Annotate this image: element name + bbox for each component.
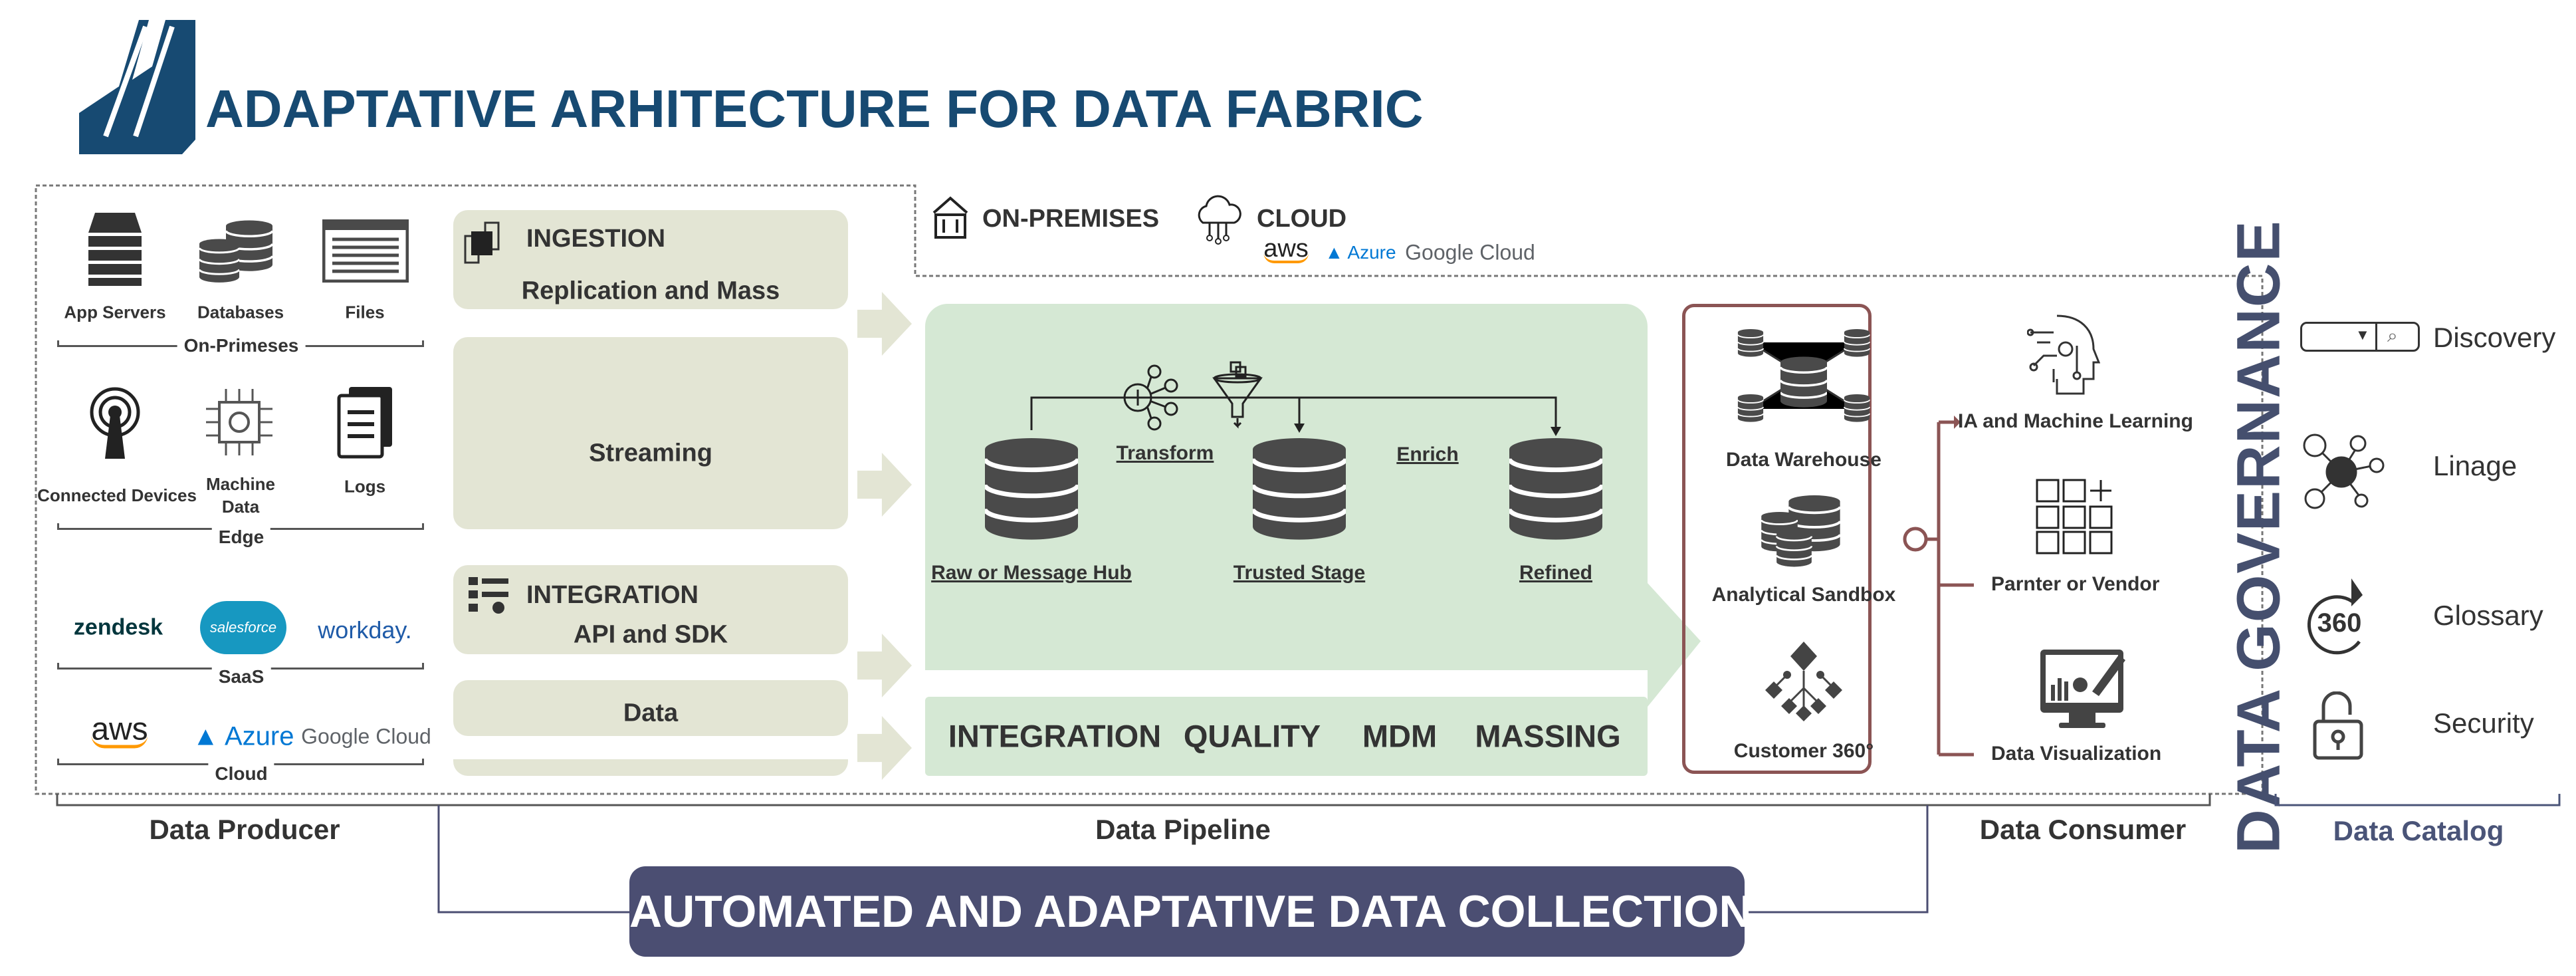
refined-db-icon (1509, 438, 1602, 540)
extra-panel (453, 759, 848, 776)
logs-icon (337, 387, 392, 459)
connected-devices-icon (90, 387, 140, 459)
catalog-item: Security (2433, 707, 2534, 739)
output-label: Data Visualization (1991, 743, 2162, 765)
streaming-panel (453, 337, 848, 529)
brand-logo (79, 20, 195, 154)
catalog-item: Glossary (2433, 600, 2543, 631)
pipeline-flow (925, 361, 1648, 670)
ai-head-icon (2027, 314, 2100, 395)
machine-data-icon (206, 389, 272, 455)
stage-label: Refined (1519, 562, 1593, 584)
azure-logo: ▲ Azure (192, 721, 294, 751)
data-visualization-icon (2040, 650, 2125, 728)
capability-label: INTEGRATION (948, 718, 1162, 754)
catalog-item: Discovery (2433, 322, 2556, 353)
list-icon (469, 577, 508, 614)
ingestion-title: INGESTION (526, 225, 666, 253)
consumer-connectors (1903, 416, 1974, 757)
stage-label: Trusted Stage (1233, 562, 1366, 584)
store-label: Customer 360° (1733, 740, 1874, 762)
capability-label: MASSING (1475, 718, 1621, 754)
catalog-item: Linage (2433, 450, 2518, 481)
azure-logo: ▲ Azure (1325, 242, 1396, 263)
app-servers-icon (88, 213, 142, 286)
api-label: API and SDK (573, 620, 728, 649)
lineage-icon (2303, 433, 2385, 509)
governance-title: DATA GOVERNANCE (2224, 219, 2293, 854)
raw-db-icon (985, 438, 1078, 540)
capability-label: QUALITY (1183, 718, 1321, 754)
producer-item: App Servers (64, 302, 166, 322)
producer-item: Files (345, 302, 385, 322)
page-title: ADAPTATIVE ARHITECTURE FOR DATA FABRIC (205, 79, 1424, 138)
stage-label: Raw or Message Hub (931, 562, 1132, 584)
producer-item: Connected Devices (37, 485, 197, 505)
enrich-label: Enrich (1396, 443, 1459, 465)
chip-icon (464, 221, 500, 264)
producer-item: Machine Data (205, 474, 276, 517)
section-brackets (56, 794, 2561, 914)
glossary-badge: 360 (2317, 608, 2362, 638)
capabilities-bar (925, 697, 1648, 776)
divider (2375, 322, 2377, 352)
section-pipeline: Data Pipeline (1095, 814, 1271, 845)
security-lock-icon (2313, 691, 2363, 760)
data-warehouse-icon (1737, 329, 1871, 422)
files-icon (322, 219, 409, 283)
data-panel (453, 680, 848, 736)
databases-icon (199, 213, 279, 293)
customer-360-icon (1765, 642, 1842, 721)
transform-icon (1123, 364, 1178, 431)
funnel-icon (1212, 361, 1263, 429)
section-catalog: Data Catalog (2333, 815, 2504, 846)
cloud-icon (1198, 195, 1241, 245)
azure-label: Azure (225, 721, 294, 751)
ingestion-panel (453, 210, 848, 309)
aws-logo: aws (1263, 235, 1309, 263)
zendesk-logo: zendesk (73, 614, 163, 640)
analytical-sandbox-icon (1761, 495, 1841, 567)
group-label: Edge (211, 527, 271, 548)
aws-logo: aws (91, 711, 148, 749)
integration-panel (453, 565, 848, 654)
transform-label: Transform (1116, 442, 1214, 464)
producer-item: Databases (197, 302, 284, 322)
glossary-360-icon: 360 (2307, 578, 2363, 655)
group-label: Cloud (208, 763, 274, 785)
on-premises-icon (932, 196, 968, 239)
replication-label: Replication and Mass (521, 277, 780, 305)
streaming-label: Streaming (589, 439, 712, 467)
data-label: Data (623, 699, 679, 727)
azure-label: Azure (1347, 242, 1396, 263)
on-premises-label: ON-PREMISES (982, 205, 1160, 233)
workday-logo: workday. (318, 616, 412, 644)
output-label: Parnter or Vendor (1991, 573, 2160, 595)
consumer-box (1682, 304, 1872, 774)
salesforce-logo: salesforce (200, 601, 286, 654)
capability-label: MDM (1362, 718, 1438, 754)
store-label: Data Warehouse (1726, 449, 1881, 471)
section-producer: Data Producer (149, 814, 340, 845)
cloud-label: CLOUD (1257, 205, 1347, 233)
integration-title: INTEGRATION (526, 581, 698, 609)
section-consumer: Data Consumer (1979, 814, 2187, 845)
search-icon: ⌕ (2387, 325, 2398, 346)
apps-grid-icon (2036, 479, 2113, 554)
trusted-db-icon (1253, 438, 1346, 540)
store-label: Analytical Sandbox (1711, 584, 1896, 606)
discovery-search-icon: ▼ ⌕ (2300, 322, 2420, 352)
dropdown-caret-icon: ▼ (2355, 326, 2370, 343)
group-label: SaaS (211, 666, 271, 687)
google-cloud-logo: Google Cloud (1405, 240, 1535, 265)
group-label: On-Primeses (177, 335, 306, 356)
automated-collection-banner: AUTOMATED AND ADAPTATIVE DATA COLLECTION (629, 866, 1752, 957)
output-label: IA and Machine Learning (1958, 410, 2193, 432)
producer-item: Logs (344, 476, 386, 497)
google-cloud-logo: Google Cloud (301, 724, 431, 749)
